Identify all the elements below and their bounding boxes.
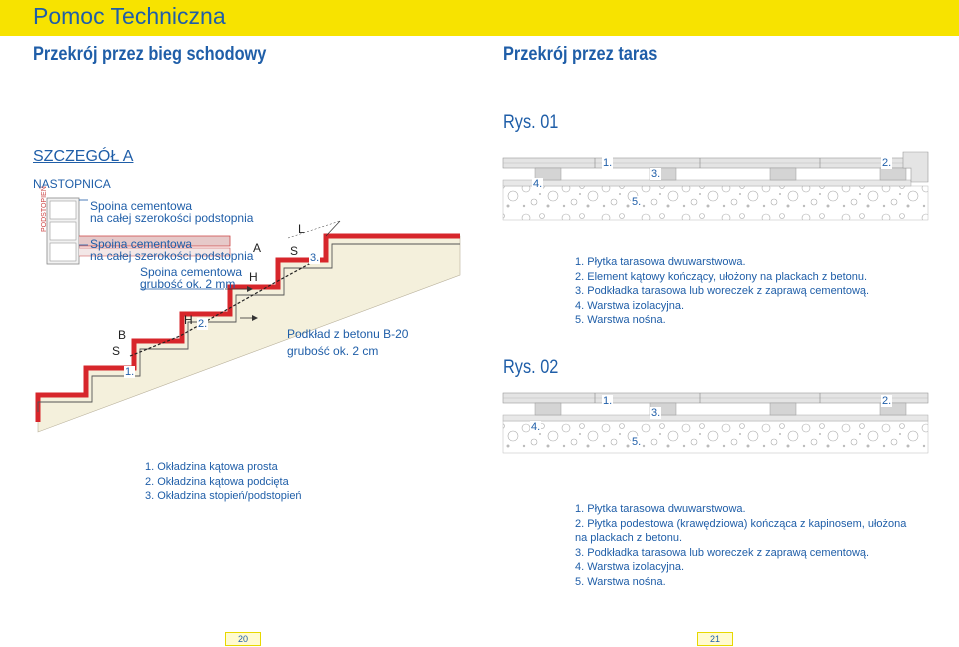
stairs-legend-item: 3. Okładzina stopień/podstopień (145, 490, 302, 502)
spoina3-line1: Spoina cementowa (140, 265, 243, 279)
terrace-figure-1 (502, 151, 929, 221)
terrace1-legend: 1. Płytka tarasowa dwuwarstwowa. 2. Elem… (575, 255, 869, 328)
terrace2-legend: 1. Płytka tarasowa dwuwarstwowa. 2. Płyt… (575, 502, 906, 589)
terrace-section-title: Przekrój przez taras (503, 44, 658, 65)
rys-01-title: Rys. 01 (503, 112, 559, 133)
terrace2-legend-item: 4. Warstwa izolacyjna. (575, 561, 685, 573)
page-title: Pomoc Techniczna (33, 3, 226, 29)
terrace2-legend-item: 3. Podkładka tarasowa lub woreczek z zap… (575, 546, 870, 559)
terrace2-marker-3: 3. (650, 407, 662, 419)
spoina3-line2: grubość ok. 2 mm (140, 277, 236, 291)
stairs-marker-2: 2. (197, 318, 209, 330)
terrace2-marker-5: 5. (631, 436, 643, 448)
terrace2-legend-item: 1. Płytka tarasowa dwuwarstwowa. (575, 503, 746, 515)
terrace1-legend-item: 2. Element kątowy kończący, ułożony na p… (575, 270, 868, 283)
nastopnica-label: NASTOPNICA (33, 177, 111, 191)
terrace1-marker-3: 3. (650, 168, 662, 180)
letter-s-lower: S (112, 344, 121, 358)
stairs-legend-item: 2. Okładzina kątowa podcięta (145, 475, 289, 488)
terrace2-legend-item: na plackach z betonu. (575, 532, 683, 544)
spoina2-line1: Spoina cementowa (90, 237, 193, 251)
terrace2-marker-4: 4. (530, 421, 542, 433)
stairs-legend: 1. Okładzina kątowa prosta 2. Okładzina … (145, 460, 302, 504)
podklad-line1: Podkład z betonu B-20 (287, 327, 409, 341)
spoina1-line1: Spoina cementowa (90, 199, 193, 213)
podklad-line2: grubość ok. 2 cm (287, 344, 379, 358)
letter-h-lower: H (184, 313, 193, 327)
detail-a-figure (46, 197, 231, 290)
stairs-marker-3: 3. (309, 252, 321, 264)
stairs-section-title: Przekrój przez bieg schodowy (33, 44, 267, 65)
stairs-marker-1: 1. (124, 366, 136, 378)
terrace1-marker-5: 5. (631, 196, 643, 208)
spoina2-line2: na całej szerokości podstopnia (90, 249, 254, 263)
letter-a: A (253, 241, 262, 255)
terrace2-marker-1: 1. (602, 395, 614, 407)
letter-l: L (298, 222, 305, 236)
detail-a-title: SZCZEGÓŁ A (33, 148, 134, 165)
stairs-legend-item: 1. Okładzina kątowa prosta (145, 461, 278, 473)
letter-s-upper: S (290, 244, 299, 258)
terrace-figure-2 (502, 392, 929, 454)
spoina1-line2: na całej szerokości podstopnia (90, 211, 254, 225)
rys-02-title: Rys. 02 (503, 357, 559, 378)
terrace2-legend-item: 2. Płytka podestowa (krawędziowa) kończą… (575, 517, 907, 530)
terrace2-marker-2: 2. (881, 395, 893, 407)
terrace1-marker-1: 1. (602, 157, 614, 169)
letter-b: B (118, 328, 127, 342)
terrace1-legend-item: 4. Warstwa izolacyjna. (575, 299, 685, 312)
terrace1-legend-item: 3. Podkładka tarasowa lub woreczek z zap… (575, 285, 870, 297)
terrace1-marker-2: 2. (881, 157, 893, 169)
page-number-left: 20 (225, 632, 261, 646)
page-number-right: 21 (697, 632, 733, 646)
terrace1-legend-item: 1. Płytka tarasowa dwuwarstwowa. (575, 256, 746, 268)
letter-h-upper: H (249, 270, 258, 284)
terrace1-marker-4: 4. (532, 178, 544, 190)
terrace1-legend-item: 5. Warstwa nośna. (575, 314, 666, 326)
terrace2-legend-item: 5. Warstwa nośna. (575, 575, 666, 588)
header-band (0, 0, 959, 36)
